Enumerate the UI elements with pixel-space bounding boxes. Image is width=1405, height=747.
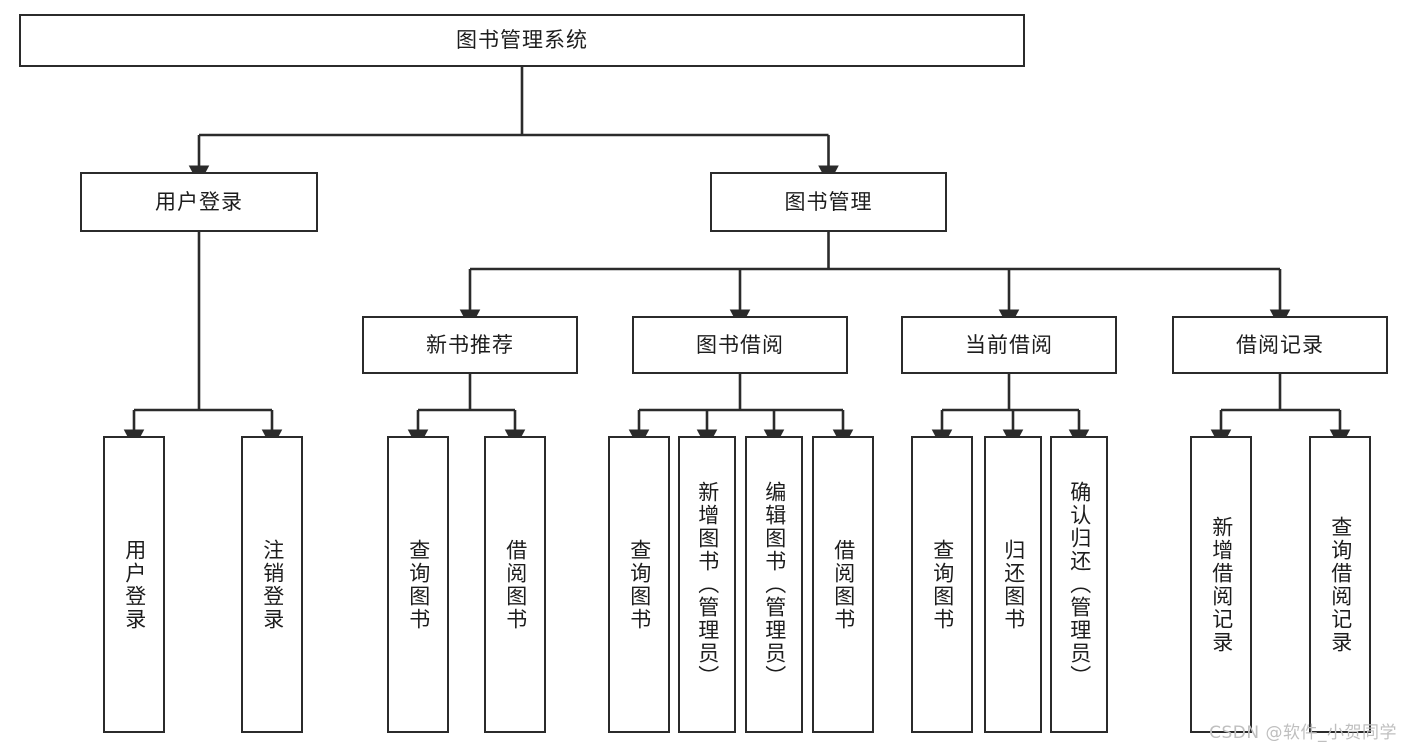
node-label: 新增图书（管理员） bbox=[695, 481, 720, 688]
node-leaf2[interactable]: 注销登录 bbox=[241, 436, 303, 733]
node-label: 当前借阅 bbox=[965, 332, 1053, 357]
node-leaf6[interactable]: 新增图书（管理员） bbox=[678, 436, 736, 733]
node-label: 编辑图书（管理员） bbox=[762, 481, 787, 688]
node-l3b[interactable]: 图书借阅 bbox=[632, 316, 848, 374]
node-l3c[interactable]: 当前借阅 bbox=[901, 316, 1117, 374]
node-label: 查询图书 bbox=[930, 538, 955, 631]
node-label: 用户登录 bbox=[155, 189, 243, 214]
node-label: 查询图书 bbox=[627, 538, 652, 631]
watermark: CSDN @软件_小贺同学 bbox=[1209, 723, 1397, 743]
node-l2b[interactable]: 图书管理 bbox=[710, 172, 947, 232]
node-label: 图书管理系统 bbox=[456, 28, 588, 53]
node-label: 用户登录 bbox=[122, 538, 147, 631]
node-label: 归还图书 bbox=[1001, 538, 1026, 631]
node-label: 确认归还（管理员） bbox=[1067, 481, 1092, 688]
node-leaf9[interactable]: 查询图书 bbox=[911, 436, 973, 733]
node-label: 图书借阅 bbox=[696, 332, 784, 357]
node-root[interactable]: 图书管理系统 bbox=[19, 14, 1025, 67]
node-label: 图书管理 bbox=[784, 189, 873, 214]
node-l2a[interactable]: 用户登录 bbox=[80, 172, 318, 232]
node-leaf10[interactable]: 归还图书 bbox=[984, 436, 1042, 733]
node-leaf5[interactable]: 查询图书 bbox=[608, 436, 670, 733]
node-leaf12[interactable]: 新增借阅记录 bbox=[1190, 436, 1252, 733]
node-leaf11[interactable]: 确认归还（管理员） bbox=[1050, 436, 1108, 733]
node-leaf3[interactable]: 查询图书 bbox=[387, 436, 449, 733]
node-leaf1[interactable]: 用户登录 bbox=[103, 436, 165, 733]
node-label: 查询图书 bbox=[406, 538, 431, 631]
node-leaf7[interactable]: 编辑图书（管理员） bbox=[745, 436, 803, 733]
node-l3a[interactable]: 新书推荐 bbox=[362, 316, 578, 374]
node-leaf4[interactable]: 借阅图书 bbox=[484, 436, 546, 733]
node-label: 借阅图书 bbox=[503, 538, 528, 631]
node-label: 查询借阅记录 bbox=[1328, 515, 1353, 654]
node-label: 新书推荐 bbox=[426, 332, 514, 357]
node-l3d[interactable]: 借阅记录 bbox=[1172, 316, 1388, 374]
node-label: 借阅记录 bbox=[1236, 332, 1324, 357]
node-leaf13[interactable]: 查询借阅记录 bbox=[1309, 436, 1371, 733]
node-label: 新增借阅记录 bbox=[1209, 515, 1234, 654]
node-leaf8[interactable]: 借阅图书 bbox=[812, 436, 874, 733]
node-label: 注销登录 bbox=[260, 538, 285, 631]
node-label: 借阅图书 bbox=[831, 538, 856, 631]
